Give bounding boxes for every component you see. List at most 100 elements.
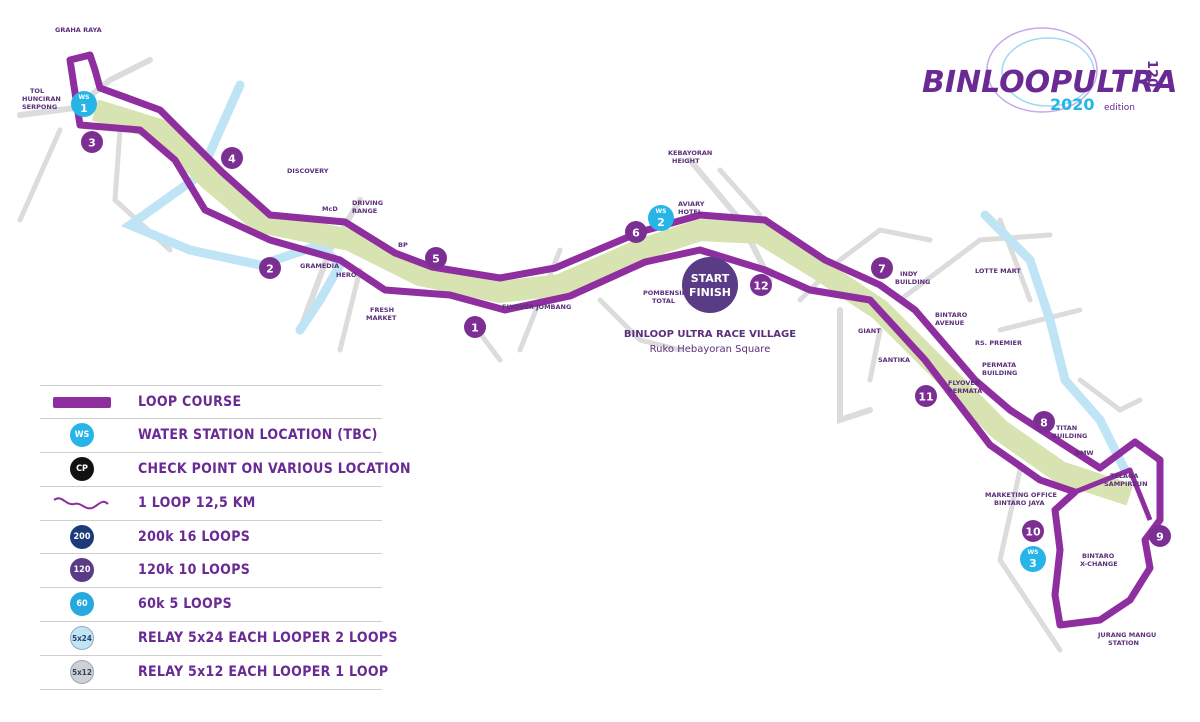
legend-badge: 5x12 bbox=[70, 660, 94, 685]
checkpoint-1: 1 bbox=[464, 316, 486, 338]
checkpoint-circle bbox=[871, 257, 893, 279]
legend-symbol: 60 bbox=[50, 592, 114, 617]
water-station-2-label: WS bbox=[656, 208, 667, 215]
checkpoint-9: 9 bbox=[1149, 525, 1171, 547]
legend-badge: 60 bbox=[70, 592, 94, 617]
checkpoint-number: 3 bbox=[88, 137, 96, 150]
label-kebayoran-2: HEIGHT bbox=[672, 157, 700, 165]
label-driving-2: RANGE bbox=[352, 207, 377, 215]
course-corridor bbox=[91, 99, 1134, 506]
legend-symbol: WS bbox=[50, 422, 114, 447]
legend-row: 1 LOOP 12,5 KM bbox=[40, 487, 382, 521]
label-bintaro-ave-1: BINTARO bbox=[935, 311, 968, 319]
race-village-subtitle: Ruko Hebayoran Square bbox=[650, 344, 771, 355]
finish-label: FINISH bbox=[689, 286, 731, 299]
checkpoint-11: 11 bbox=[915, 385, 937, 407]
water-station-3-number: 3 bbox=[1029, 557, 1037, 570]
checkpoint-circle bbox=[81, 131, 103, 153]
legend-label: 60k 5 LOOPS bbox=[138, 596, 232, 613]
water-station-2-number: 2 bbox=[657, 216, 665, 229]
course-path-inner bbox=[1074, 467, 1153, 521]
legend-label: LOOP COURSE bbox=[138, 394, 242, 410]
label-aviary-1: AVIARY bbox=[678, 200, 705, 208]
legend-row: 5x12 RELAY 5x12 EACH LOOPER 1 LOOP bbox=[40, 656, 388, 691]
label-flyover-permata-2: PERMATA bbox=[948, 387, 982, 395]
checkpoint-number: 9 bbox=[1156, 531, 1164, 544]
label-permata-2: BUILDING bbox=[982, 369, 1017, 377]
label-aviary-2: HOTEL bbox=[678, 208, 702, 216]
label-gramedia: GRAMEDIA bbox=[300, 262, 339, 270]
checkpoint-circle bbox=[625, 221, 647, 243]
legend-row: WS WATER STATION LOCATION (TBC) bbox=[40, 419, 382, 453]
label-xchange-2: X-CHANGE bbox=[1080, 560, 1118, 568]
place-labels: GRAHA RAYA TOL HUNCIRAN SERPONG DISCOVER… bbox=[22, 26, 1156, 647]
river-east bbox=[980, 210, 1130, 475]
legend-symbol bbox=[50, 491, 114, 515]
legend-row: CP CHECK POINT ON VARIOUS LOCATION bbox=[40, 453, 411, 487]
road bbox=[17, 57, 153, 118]
label-marketing-1: MARKETING OFFICE bbox=[985, 491, 1057, 499]
water-station-1-number: 1 bbox=[80, 102, 88, 115]
logo-number: 120 bbox=[1144, 60, 1159, 87]
label-indy-1: INDY bbox=[900, 270, 918, 278]
road bbox=[597, 297, 683, 353]
map-legend: LOOP COURSE WS WATER STATION LOCATION (TBC… bbox=[40, 385, 411, 691]
legend-badge: WS bbox=[70, 422, 94, 447]
checkpoint-circle bbox=[750, 274, 772, 296]
label-giant: GIANT bbox=[858, 327, 881, 335]
checkpoint-circle bbox=[259, 257, 281, 279]
loop-squiggle-icon bbox=[53, 497, 109, 509]
water-station-1-circle bbox=[71, 91, 97, 117]
legend-label: RELAY 5x12 EACH LOOPER 1 LOOP bbox=[138, 664, 389, 681]
checkpoint-circle bbox=[1149, 525, 1171, 547]
checkpoint-number: 12 bbox=[753, 280, 768, 293]
logo-year: 2020 bbox=[1050, 95, 1095, 114]
checkpoint-circle bbox=[1022, 520, 1044, 542]
label-pombensin-1: POMBENSIN bbox=[643, 289, 687, 297]
road bbox=[997, 467, 1063, 653]
label-rs-premier: RS. PREMIER bbox=[975, 339, 1022, 347]
legend-symbol bbox=[50, 390, 114, 414]
checkpoint-number: 1 bbox=[471, 322, 479, 335]
checkpoint-6: 6 bbox=[625, 221, 647, 243]
road bbox=[997, 307, 1083, 333]
logo-swirl bbox=[986, 27, 1098, 113]
legend-badge: CP bbox=[70, 456, 94, 481]
road bbox=[717, 167, 763, 218]
road bbox=[1077, 377, 1143, 413]
checkpoint-number: 10 bbox=[1025, 526, 1041, 539]
checkpoint-circle bbox=[1033, 411, 1055, 433]
water-station-2: WS 2 bbox=[648, 205, 674, 231]
checkpoint-number: 11 bbox=[918, 391, 933, 404]
checkpoint-3: 3 bbox=[81, 131, 103, 153]
checkpoint-2: 2 bbox=[259, 257, 281, 279]
label-bintaro-ave-2: AVENUE bbox=[935, 319, 964, 327]
road bbox=[337, 267, 363, 353]
start-label: START bbox=[691, 272, 730, 285]
checkpoint-7: 7 bbox=[871, 257, 893, 279]
race-village-title: BINLOOP ULTRA RACE VILLAGE bbox=[624, 329, 796, 340]
legend-symbol: 200 bbox=[50, 524, 114, 549]
legend-row: LOOP COURSE bbox=[40, 385, 382, 419]
legend-label: CHECK POINT ON VARIOUS LOCATION bbox=[138, 460, 411, 477]
legend-label: WATER STATION LOCATION (TBC) bbox=[138, 426, 378, 443]
logo-title: BINLOOPULTRA bbox=[922, 65, 1177, 100]
checkpoint-10: 10 bbox=[1022, 520, 1044, 542]
label-tol-2: HUNCIRAN bbox=[22, 95, 61, 103]
label-fresh-1: FRESH bbox=[370, 306, 394, 314]
road bbox=[17, 127, 63, 223]
legend-row: 60 60k 5 LOOPS bbox=[40, 588, 382, 623]
legend-symbol: 5x24 bbox=[50, 626, 114, 651]
label-kebayoran-1: KEBAYORAN bbox=[668, 149, 712, 157]
legend-label: 200k 16 LOOPS bbox=[138, 528, 251, 545]
water-station-1: WS 1 bbox=[71, 91, 97, 117]
label-lotte: LOTTE MART bbox=[975, 267, 1021, 275]
legend-badge: 5x24 bbox=[70, 626, 94, 651]
checkpoint-number: 7 bbox=[878, 263, 886, 276]
road bbox=[867, 327, 883, 383]
checkpoint-5: 5 bbox=[425, 247, 447, 269]
